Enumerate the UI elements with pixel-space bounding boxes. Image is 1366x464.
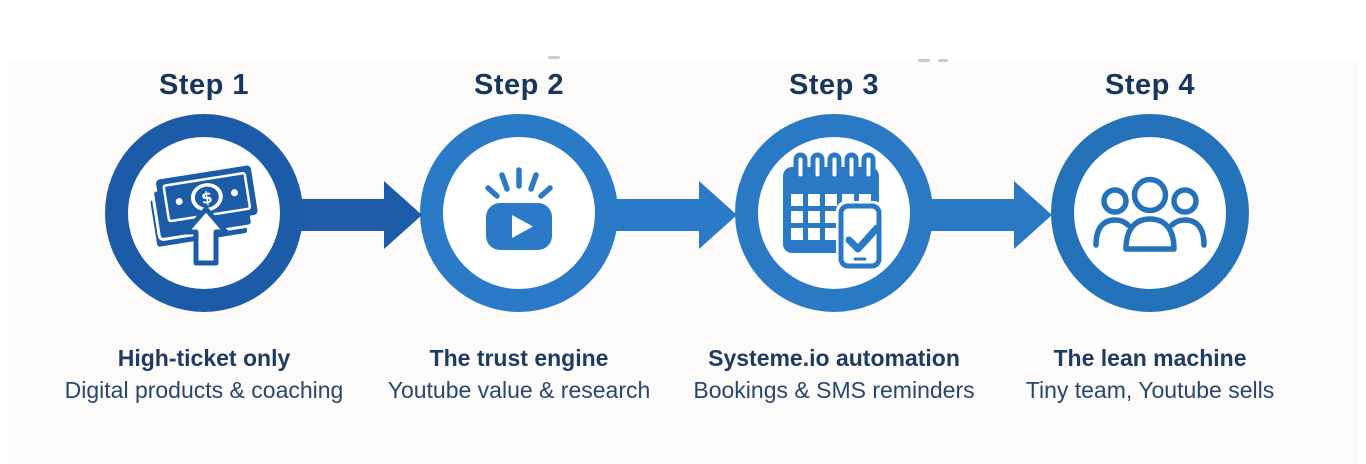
youtube-play-icon xyxy=(420,114,618,312)
step-3-circle xyxy=(735,114,933,312)
step-3-label: Step 3 xyxy=(788,69,880,101)
arrow-step2-to-step3 xyxy=(613,181,737,249)
step-1-title: High-ticket only xyxy=(117,345,291,371)
step-2-label: Step 2 xyxy=(473,69,565,101)
arrow-step3-to-step4 xyxy=(928,181,1052,249)
money-stack-icon: $ xyxy=(105,114,303,312)
arrow-step1-to-step2 xyxy=(298,181,422,249)
step-2-subtitle: Youtube value & research xyxy=(387,377,651,403)
crop-artifact xyxy=(938,59,948,62)
crop-artifact xyxy=(918,59,930,62)
team-icon xyxy=(1051,114,1249,312)
step-1: Step 1 $ High-ticket only Digital produc… xyxy=(34,0,374,464)
step-4-label: Step 4 xyxy=(1104,69,1196,101)
svg-text:$: $ xyxy=(200,187,214,208)
step-3: Step 3 Systeme.io automation Bookings & … xyxy=(664,0,1004,464)
step-2-title: The trust engine xyxy=(429,345,609,371)
step-4: Step 4 The lean machine Tiny team, Youtu… xyxy=(980,0,1320,464)
step-3-subtitle: Bookings & SMS reminders xyxy=(693,377,975,403)
step-2: Step 2 The trust engine Youtube value & … xyxy=(349,0,689,464)
calendar-phone-icon xyxy=(735,114,933,312)
step-1-label: Step 1 xyxy=(158,69,250,101)
step-4-title: The lean machine xyxy=(1053,345,1247,371)
step-1-subtitle: Digital products & coaching xyxy=(64,377,344,403)
step-3-title: Systeme.io automation xyxy=(708,345,960,371)
step-4-subtitle: Tiny team, Youtube sells xyxy=(1025,377,1275,403)
crop-artifact xyxy=(548,56,560,59)
